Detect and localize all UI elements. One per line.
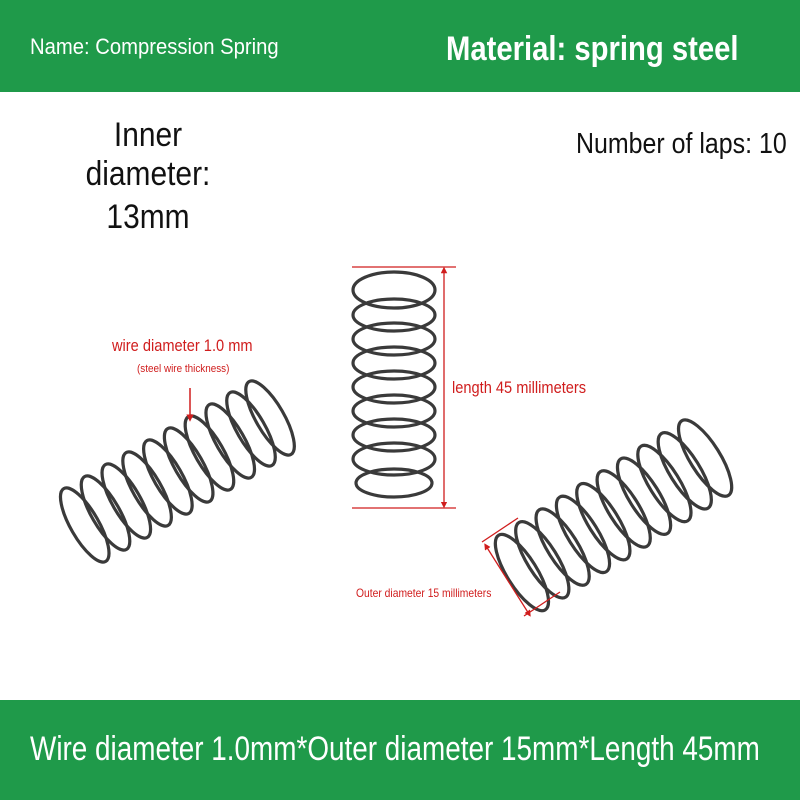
inner-diameter-spec: Inner diameter: 13mm: [38, 116, 258, 237]
inner-diameter-value: 13mm: [106, 198, 190, 236]
product-name: Name: Compression Spring: [30, 34, 279, 59]
material-label: Material: spring steel: [446, 30, 739, 68]
length-dimension: [352, 266, 456, 509]
wire-diameter-label: wire diameter 1.0 mm: [112, 336, 253, 355]
header-banner: Name: Compression Spring Material: sprin…: [0, 0, 800, 92]
laps-spec: Number of laps: 10: [576, 128, 787, 160]
outer-diameter-label: Outer diameter 15 millimeters: [356, 586, 492, 600]
summary-text: Wire diameter 1.0mm*Outer diameter 15mm*…: [30, 730, 760, 768]
right-spring-image: [493, 418, 734, 613]
center-spring-image: [351, 270, 437, 499]
inner-diameter-label: Inner diameter:: [85, 116, 211, 193]
outer-diameter-dimension: [481, 517, 561, 617]
length-label: length 45 millimeters: [452, 378, 587, 397]
wire-thickness-label: (steel wire thickness): [137, 363, 230, 375]
footer-banner: Wire diameter 1.0mm*Outer diameter 15mm*…: [0, 700, 800, 800]
left-spring-image: [58, 379, 296, 564]
